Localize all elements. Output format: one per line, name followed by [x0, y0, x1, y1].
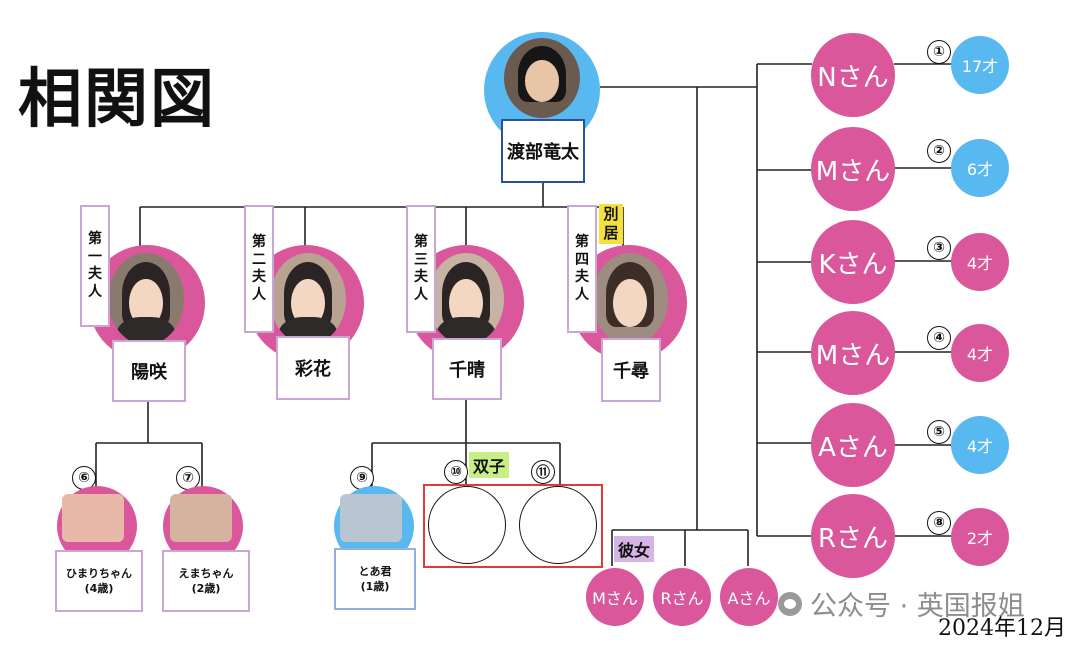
wife-1-photo: [108, 253, 184, 345]
wife-2-name-box: 彩花: [276, 336, 350, 400]
partner-4-child: 4才: [951, 324, 1009, 382]
partner-1-child: 17才: [951, 36, 1009, 94]
girlfriend-3: Aさん: [720, 568, 778, 626]
partner-6-child-number: ⑧: [927, 511, 951, 535]
child-6-blurred-photo: [62, 494, 124, 542]
partner-2-child: 6才: [951, 139, 1009, 197]
wife-1-name-box: 陽咲: [112, 340, 186, 402]
wife-2-rank: 第二夫人: [244, 205, 274, 333]
wife-4-photo: [592, 253, 668, 345]
child-6-label-box: ひまりちゃん (4歳): [55, 550, 143, 612]
date-label: 2024年12月: [938, 616, 1066, 641]
child-7-number: ⑦: [176, 466, 200, 490]
center-photo: [504, 38, 580, 118]
partner-5: Aさん: [811, 403, 895, 487]
wife-3-photo: [428, 253, 504, 345]
center-name-box: 渡部竜太: [501, 119, 585, 183]
wife-4-name: 千尋: [613, 361, 649, 382]
partner-5-child: 4才: [951, 416, 1009, 474]
partner-6: Rさん: [811, 494, 895, 578]
twin-10-circle: [428, 486, 506, 564]
girlfriend-1: Mさん: [586, 568, 644, 626]
partner-1: Nさん: [811, 33, 895, 117]
wife-2-name: 彩花: [295, 359, 331, 380]
partner-6-child: 2才: [951, 508, 1009, 566]
twin-11-number: ⑪: [531, 460, 555, 484]
wife-2-photo: [270, 253, 346, 345]
partner-1-child-number: ①: [927, 40, 951, 64]
twins-box: [423, 484, 603, 568]
watermark-text: 公众号 · 英国报姐: [810, 591, 1025, 622]
partner-3-child: 4才: [951, 233, 1009, 291]
wife-3-name: 千晴: [449, 360, 485, 381]
twin-11-circle: [519, 486, 597, 564]
center-name: 渡部竜太: [507, 142, 579, 163]
wife-1-rank: 第一夫人: [80, 205, 110, 327]
partner-4: Mさん: [811, 311, 895, 395]
separated-tag: 別居: [599, 204, 623, 244]
child-7-label-box: えまちゃん (2歳): [162, 550, 250, 612]
partner-2-child-number: ②: [927, 139, 951, 163]
wife-4-rank: 第四夫人: [567, 205, 597, 333]
partner-2: Mさん: [811, 127, 895, 211]
partner-3-child-number: ③: [927, 236, 951, 260]
twin-10-number: ⑩: [444, 460, 468, 484]
child-7-blurred-photo: [170, 494, 232, 542]
page-title: 相関図: [18, 63, 216, 137]
child-9-label-box: とあ君 (1歳): [334, 548, 416, 610]
partner-4-child-number: ④: [927, 326, 951, 350]
partner-5-child-number: ⑤: [927, 420, 951, 444]
child-9-blurred-photo: [340, 494, 402, 542]
twins-tag: 双子: [469, 452, 510, 478]
girlfriend-2: Rさん: [653, 568, 711, 626]
wife-4-name-box: 千尋: [601, 338, 661, 402]
wife-3-name-box: 千晴: [432, 338, 502, 400]
partner-3: Kさん: [811, 220, 895, 304]
wechat-icon: [778, 591, 802, 616]
watermark: 公众号 · 英国报姐: [778, 584, 1025, 623]
wife-3-rank: 第三夫人: [406, 205, 436, 333]
wife-1-name: 陽咲: [131, 362, 167, 383]
girlfriend-tag: 彼女: [614, 536, 655, 562]
